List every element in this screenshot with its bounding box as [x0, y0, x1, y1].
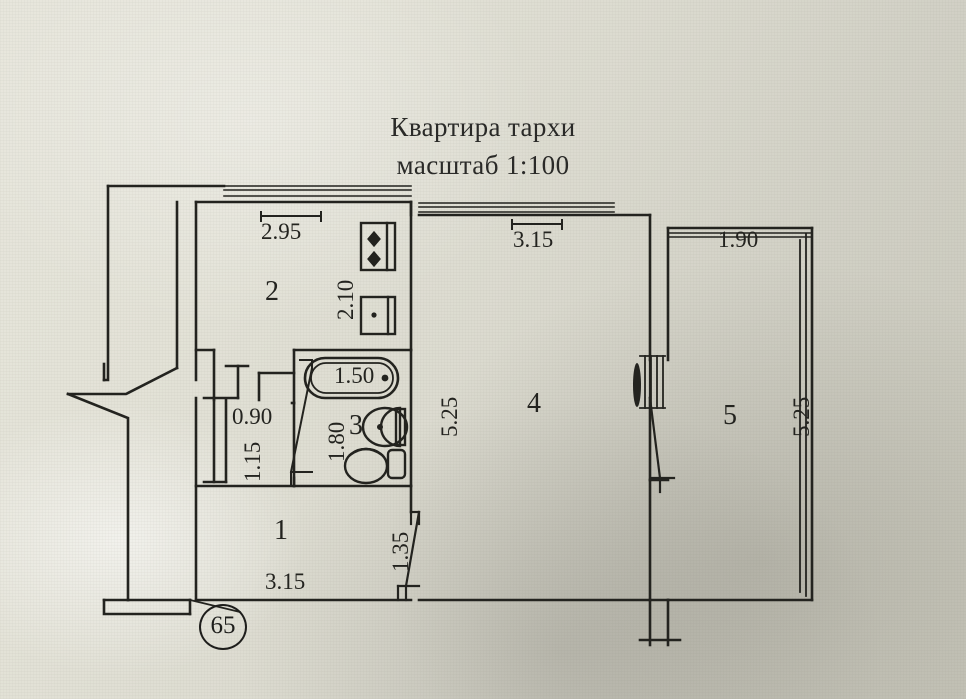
room1-door-swing [396, 510, 421, 602]
plan-title-line1: Квартира тархи [390, 112, 576, 142]
kitchen-walls [194, 200, 413, 352]
dim-kitchen-width: 2.95 [261, 219, 302, 244]
balcony-door-glazing [639, 355, 666, 409]
room-label-1: 1 [274, 515, 288, 546]
dim-room5-depth: 5.25 [789, 396, 814, 437]
dim-kitchen-depth: 2.10 [333, 279, 358, 320]
wall-outline [66, 184, 226, 616]
bathtub-inner [310, 362, 394, 394]
dim-hall-depth: 1.15 [240, 441, 265, 482]
balcony-door-swing [648, 358, 676, 494]
dim-room5-width: 1.90 [718, 227, 759, 252]
toilet-icon [343, 447, 407, 485]
plan-title-line2: масштаб 1:100 [396, 150, 570, 180]
stove-icon [359, 221, 397, 272]
bathroom-walls [290, 348, 413, 488]
balcony-walls [666, 226, 814, 602]
apartment-outline [194, 200, 652, 602]
dim-room4-width: 3.15 [513, 227, 554, 252]
sink-icon [359, 295, 397, 336]
stove-burners [367, 230, 381, 268]
room-label-2: 2 [265, 276, 279, 307]
door-handle-icon [633, 363, 641, 407]
window-kitchen [223, 185, 412, 203]
dim-bathtub-length: 1.50 [334, 363, 375, 388]
dim-bathroom-width: 1.80 [324, 421, 349, 462]
sink-drain-icon [371, 312, 377, 318]
washbasin-icon [361, 406, 409, 448]
dim-room4-depth: 5.25 [437, 396, 462, 437]
room1-walls [194, 484, 413, 514]
dimension-ticks [260, 211, 563, 230]
hall-walls [202, 348, 296, 484]
balcony-lower-stub [638, 478, 682, 647]
room-label-3: 3 [349, 410, 363, 441]
apartment-number-badge: 65 [199, 604, 247, 650]
bathtub-drain-icon [381, 374, 389, 382]
washbasin-drain-icon [377, 424, 383, 430]
balcony-rail-lines [799, 233, 807, 597]
room-label-5: 5 [723, 400, 737, 431]
dim-room1-width: 3.15 [265, 569, 306, 594]
dim-room1-depth: 1.35 [388, 531, 413, 572]
bathroom-door-swing [289, 359, 314, 487]
window-room4 [418, 202, 615, 216]
dim-hall-width: 0.90 [232, 404, 273, 429]
bathtub-icon [303, 356, 400, 400]
room-label-4: 4 [527, 388, 541, 419]
